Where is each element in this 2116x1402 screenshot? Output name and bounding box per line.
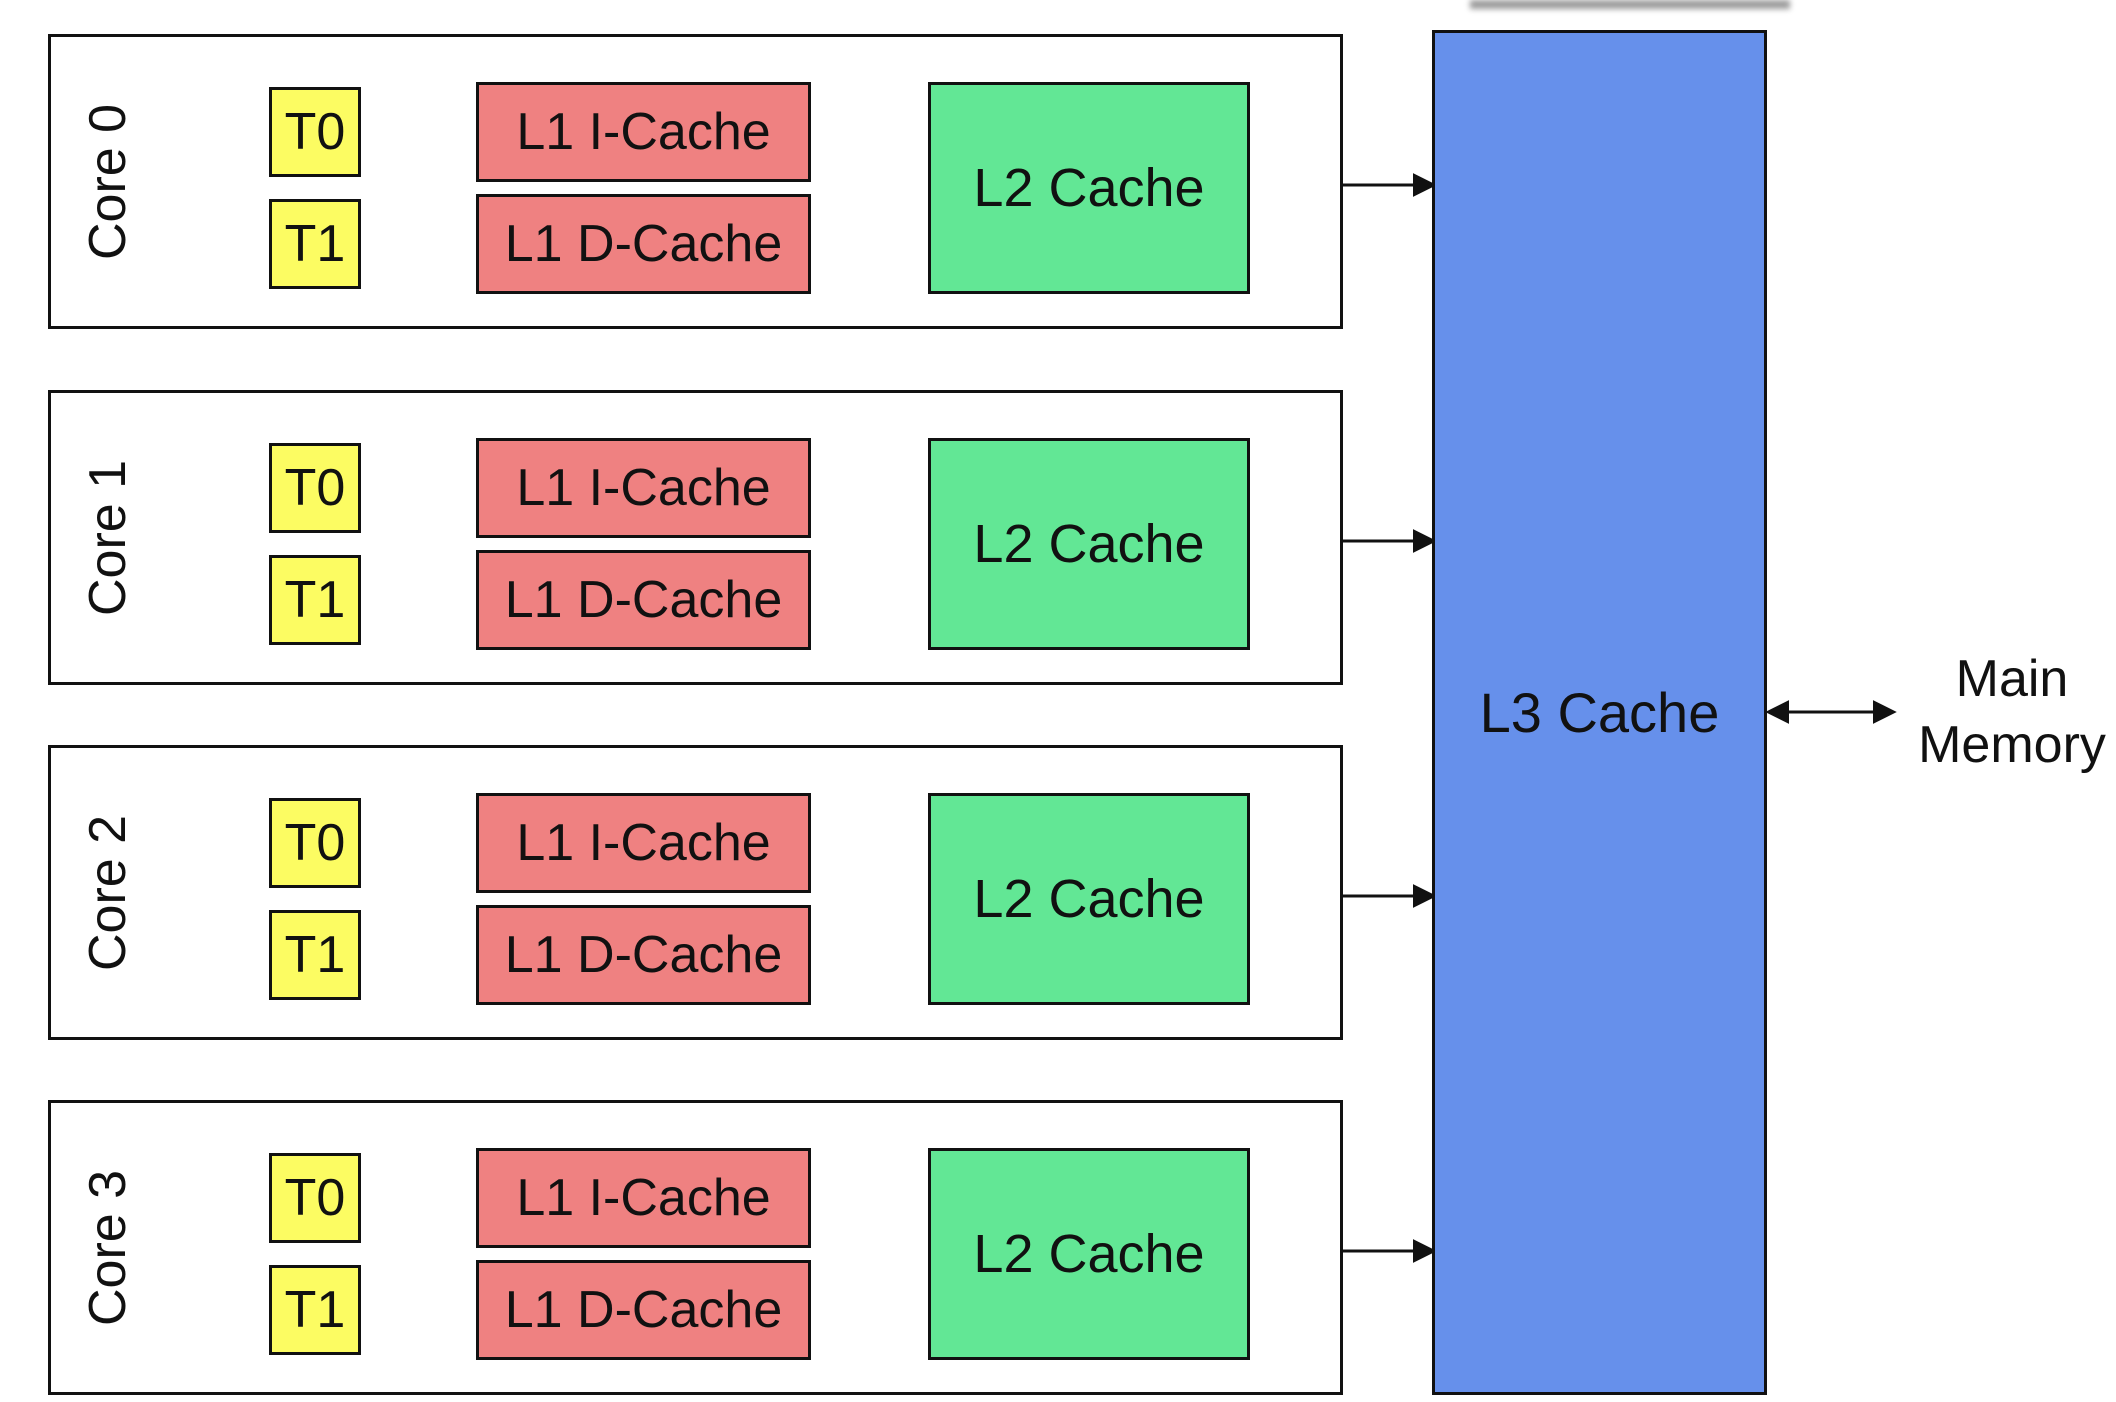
core-3-thread-t0: T0 [269, 1153, 361, 1243]
core-0-l1-icache: L1 I-Cache [476, 82, 811, 182]
core-3-l1-icache: L1 I-Cache [476, 1148, 811, 1248]
l3-cache-box: L3 Cache [1432, 30, 1767, 1395]
core-0-thread-t1: T1 [269, 199, 361, 289]
core-0-l2-cache: L2 Cache [928, 82, 1250, 294]
core-2-container: Core 2 T0 T1 L1 I-Cache L1 D-Cache L2 Ca… [48, 745, 1343, 1040]
core-0-label: Core 0 [79, 103, 137, 260]
core-1-l1-icache: L1 I-Cache [476, 438, 811, 538]
core-0-thread-t0: T0 [269, 87, 361, 177]
core-1-l1-dcache: L1 D-Cache [476, 550, 811, 650]
core-2-label: Core 2 [79, 814, 137, 971]
main-memory-line1: Main [1955, 650, 2069, 708]
core-1-container: Core 1 T0 T1 L1 I-Cache L1 D-Cache L2 Ca… [48, 390, 1343, 685]
core-3-l1-dcache: L1 D-Cache [476, 1260, 811, 1360]
core-3-thread-t1: T1 [269, 1265, 361, 1355]
core-2-thread-t0: T0 [269, 798, 361, 888]
core-3-l2-cache: L2 Cache [928, 1148, 1250, 1360]
core-1-label: Core 1 [79, 459, 137, 616]
core-2-l2-cache: L2 Cache [928, 793, 1250, 1005]
core-0-container: Core 0 T0 T1 L1 I-Cache L1 D-Cache L2 Ca… [48, 34, 1343, 329]
core-2-thread-t1: T1 [269, 910, 361, 1000]
core-3-container: Core 3 T0 T1 L1 I-Cache L1 D-Cache L2 Ca… [48, 1100, 1343, 1395]
core-1-l2-cache: L2 Cache [928, 438, 1250, 650]
main-memory-line2: Memory [1918, 716, 2106, 774]
core-2-l1-icache: L1 I-Cache [476, 793, 811, 893]
main-memory-label: Main Memory [1908, 646, 2116, 778]
core-3-label: Core 3 [79, 1169, 137, 1326]
core-2-l1-dcache: L1 D-Cache [476, 905, 811, 1005]
core-0-l1-dcache: L1 D-Cache [476, 194, 811, 294]
core-1-thread-t1: T1 [269, 555, 361, 645]
top-crop-artifact [1470, 0, 1790, 9]
core-1-thread-t0: T0 [269, 443, 361, 533]
